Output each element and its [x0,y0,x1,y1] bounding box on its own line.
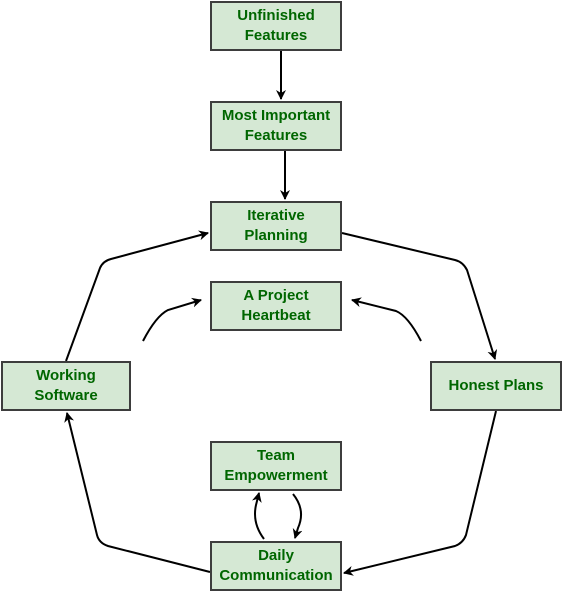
edge-working-to-iterative [65,230,209,362]
node-team-empowerment: Team Empowerment [210,441,342,491]
edge-to-heartbeat-right [351,297,422,342]
node-label: Working Software [34,367,98,404]
edge-iterative-to-honest [341,232,498,360]
node-label: Unfinished Features [237,7,315,44]
edge-team-to-daily [292,493,303,539]
node-label: Iterative Planning [244,207,308,244]
edge-to-heartbeat-left [142,297,202,342]
node-unfinished-features: Unfinished Features [210,1,342,51]
node-label: Daily Communication [219,547,333,584]
node-daily-communication: Daily Communication [210,541,342,591]
node-working-software: Working Software [1,361,131,411]
node-label: Most Important Features [221,107,331,144]
node-label: Honest Plans [448,377,544,394]
edge-honest-to-daily [343,410,497,576]
node-label: A Project Heartbeat [241,287,311,324]
node-iterative-planning: Iterative Planning [210,201,342,251]
node-most-important-features: Most Important Features [210,101,342,151]
node-honest-plans: Honest Plans [430,361,562,411]
edge-daily-to-team [251,492,265,540]
node-project-heartbeat: A Project Heartbeat [210,281,342,331]
node-label: Team Empowerment [224,447,328,484]
edge-daily-to-working [64,412,211,573]
